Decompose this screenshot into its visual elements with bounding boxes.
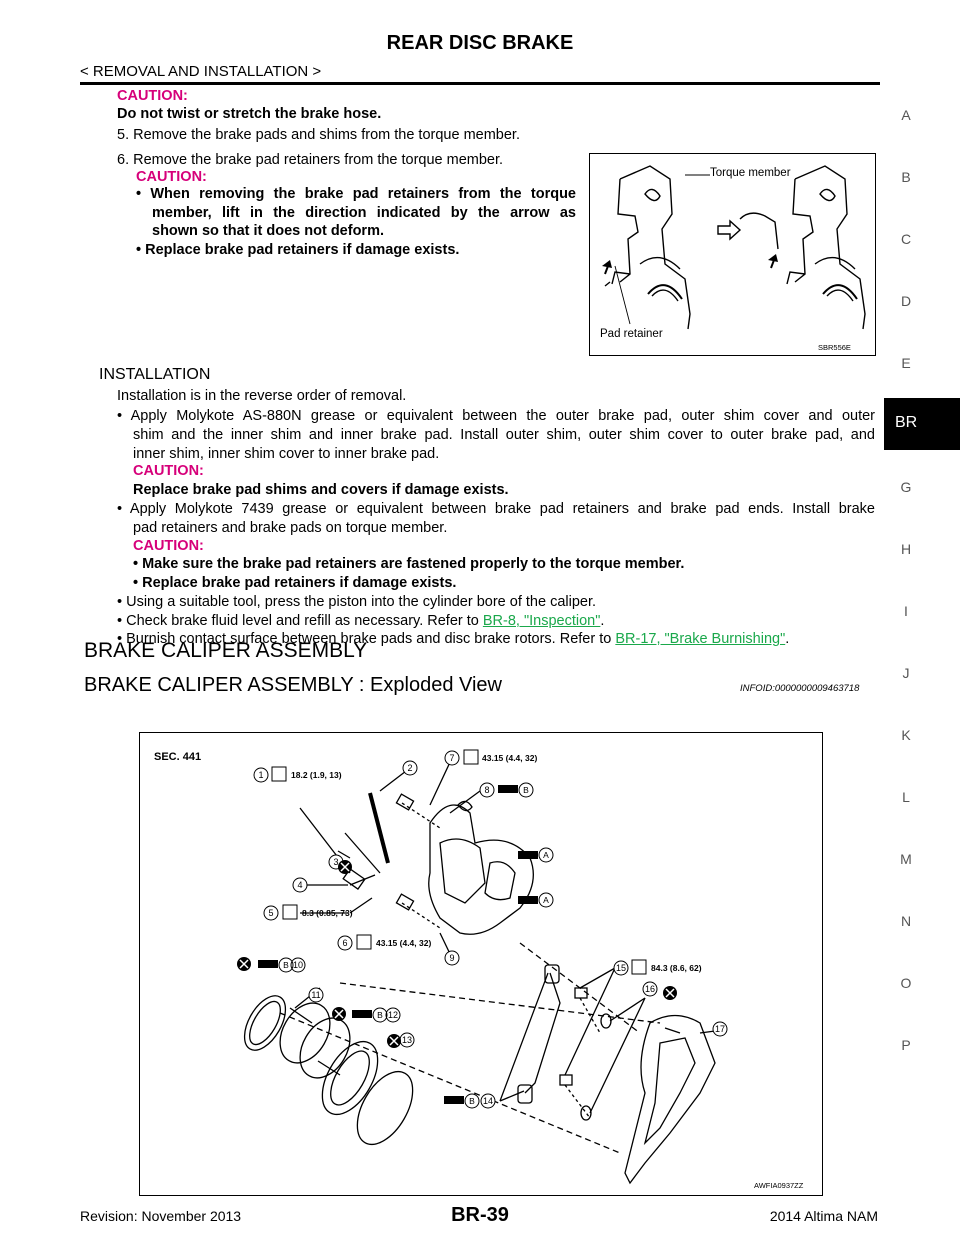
step-5: 5. Remove the brake pads and shims from … <box>117 127 520 143</box>
callout-3: 3 <box>333 857 338 867</box>
sidebar-active-section[interactable]: BR <box>884 398 960 450</box>
step6-caution-label: CAUTION: <box>136 169 207 185</box>
caution-hose-text: Do not twist or stretch the brake hose. <box>117 106 382 122</box>
sidebar-letter-h[interactable]: H <box>900 541 912 557</box>
callout-5: 5 <box>268 908 273 918</box>
sidebar-letter-i[interactable]: I <box>904 603 908 619</box>
callout-4: 4 <box>297 880 302 890</box>
link-br8-inspection[interactable]: BR-8, "Inspection" <box>482 613 601 629</box>
caution-label: CAUTION: <box>117 88 188 104</box>
callout-17: 17 <box>715 1024 725 1034</box>
bullet2-line1: • Apply Molykote 7439 grease or equivale… <box>117 501 875 517</box>
grease-b-2: B <box>283 960 289 970</box>
torque-1: 18.2 (1.9, 13) <box>291 770 342 780</box>
sidebar-letter-m[interactable]: M <box>900 851 912 867</box>
bullet1-caution-text: Replace brake pad shims and covers if da… <box>133 482 509 498</box>
figure-exploded-view: 1 2 3 4 5 6 7 8 9 10 11 12 13 14 15 16 1… <box>139 732 823 1196</box>
bullet2-caution-1: • Make sure the brake pad retainers are … <box>133 556 685 572</box>
figure1-code: SBR556E <box>818 343 851 352</box>
callout-14: 14 <box>483 1096 493 1106</box>
callout-6: 6 <box>342 938 347 948</box>
caliper-exploded-illustration: 1 2 3 4 5 6 7 8 9 10 11 12 13 14 15 16 1… <box>154 749 804 1190</box>
page-subtitle: < REMOVAL AND INSTALLATION > <box>80 63 322 80</box>
sidebar-letter-k[interactable]: K <box>901 727 911 743</box>
torque-7: 43.15 (4.4, 32) <box>482 753 537 763</box>
sidebar-letter-n[interactable]: N <box>900 913 912 929</box>
bullet1-line2: shim and the inner shim and inner brake … <box>133 427 875 443</box>
callout-15: 15 <box>616 963 626 973</box>
sidebar-letter-b[interactable]: B <box>901 169 911 185</box>
footer-page-number: BR-39 <box>451 1204 509 1226</box>
footer-revision: Revision: November 2013 <box>80 1208 242 1224</box>
bullet1-caution-label: CAUTION: <box>133 463 204 479</box>
section-number: SEC. 441 <box>154 751 201 763</box>
callout-11: 11 <box>311 990 320 1000</box>
sidebar-letter-c[interactable]: C <box>900 231 912 247</box>
bullet4: • Check brake fluid level and refill as … <box>117 613 605 629</box>
step6-bullet1-line3: shown so that it does not deform. <box>152 223 384 239</box>
callout-8: 8 <box>484 785 489 795</box>
callout-10: 10 <box>293 960 303 970</box>
info-id: INFOID:0000000009463718 <box>740 683 860 694</box>
link-br17-burnishing[interactable]: BR-17, "Brake Burnishing" <box>615 631 786 647</box>
sidebar-letter-o[interactable]: O <box>900 975 912 991</box>
callout-13: 13 <box>402 1035 412 1045</box>
callout-2: 2 <box>407 763 412 773</box>
sidebar-letter-d[interactable]: D <box>900 293 912 309</box>
footer-model: 2014 Altima NAM <box>769 1208 878 1224</box>
bullet1-line3: inner shim, inner shim cover to inner br… <box>133 446 440 462</box>
label-torque-member: Torque member <box>710 167 791 179</box>
callout-9: 9 <box>449 953 454 963</box>
section-title: BRAKE CALIPER ASSEMBLY <box>84 639 368 662</box>
figure-pad-retainer: Torque member Pad retainer SBR556E <box>589 153 876 356</box>
installation-heading: INSTALLATION <box>99 366 211 383</box>
torque-5: 8.3 (0.85, 73) <box>302 908 353 918</box>
grease-b-3: B <box>377 1010 383 1020</box>
sidebar-letter-p[interactable]: P <box>901 1037 911 1053</box>
page-title: REAR DISC BRAKE <box>386 32 574 54</box>
grease-a-2: A <box>543 895 549 905</box>
step-6: 6. Remove the brake pad retainers from t… <box>117 152 504 168</box>
callout-16: 16 <box>645 984 655 994</box>
bullet3: • Using a suitable tool, press the pisto… <box>117 594 597 610</box>
bullet1-line1: • Apply Molykote AS-880N grease or equiv… <box>117 408 875 424</box>
callout-12: 12 <box>388 1010 398 1020</box>
sidebar-letter-a[interactable]: A <box>901 107 911 123</box>
torque-6: 43.15 (4.4, 32) <box>376 938 431 948</box>
grease-b-4: B <box>469 1096 475 1106</box>
sidebar-letter-g[interactable]: G <box>900 479 912 495</box>
bullet2-caution-label: CAUTION: <box>133 538 204 554</box>
pad-retainer-illustration: Torque member Pad retainer SBR556E <box>600 165 866 352</box>
callout-7: 7 <box>449 753 454 763</box>
sidebar-letter-l[interactable]: L <box>902 789 910 805</box>
callout-1: 1 <box>258 770 263 780</box>
sidebar-letter-j[interactable]: J <box>902 665 910 681</box>
figure2-code: AWFIA0937ZZ <box>754 1181 804 1190</box>
bullet2-caution-2: • Replace brake pad retainers if damage … <box>133 575 457 591</box>
torque-15: 84.3 (8.6, 62) <box>651 963 702 973</box>
header-divider <box>80 82 880 85</box>
step6-bullet2: • Replace brake pad retainers if damage … <box>136 242 460 258</box>
grease-b-1: B <box>523 785 529 795</box>
installation-intro: Installation is in the reverse order of … <box>117 388 407 404</box>
bullet2-line2: pad retainers and brake pads on torque m… <box>133 520 448 536</box>
bullet5: • Burnish contact surface between brake … <box>117 631 790 647</box>
step6-bullet1-line2: member, lift in the direction indicated … <box>152 205 576 221</box>
subsection-title: BRAKE CALIPER ASSEMBLY : Exploded View <box>84 674 502 696</box>
step6-bullet1-line1: • When removing the brake pad retainers … <box>136 186 576 202</box>
label-pad-retainer: Pad retainer <box>600 328 663 340</box>
grease-a-1: A <box>543 850 549 860</box>
sidebar-letter-e[interactable]: E <box>901 355 911 371</box>
